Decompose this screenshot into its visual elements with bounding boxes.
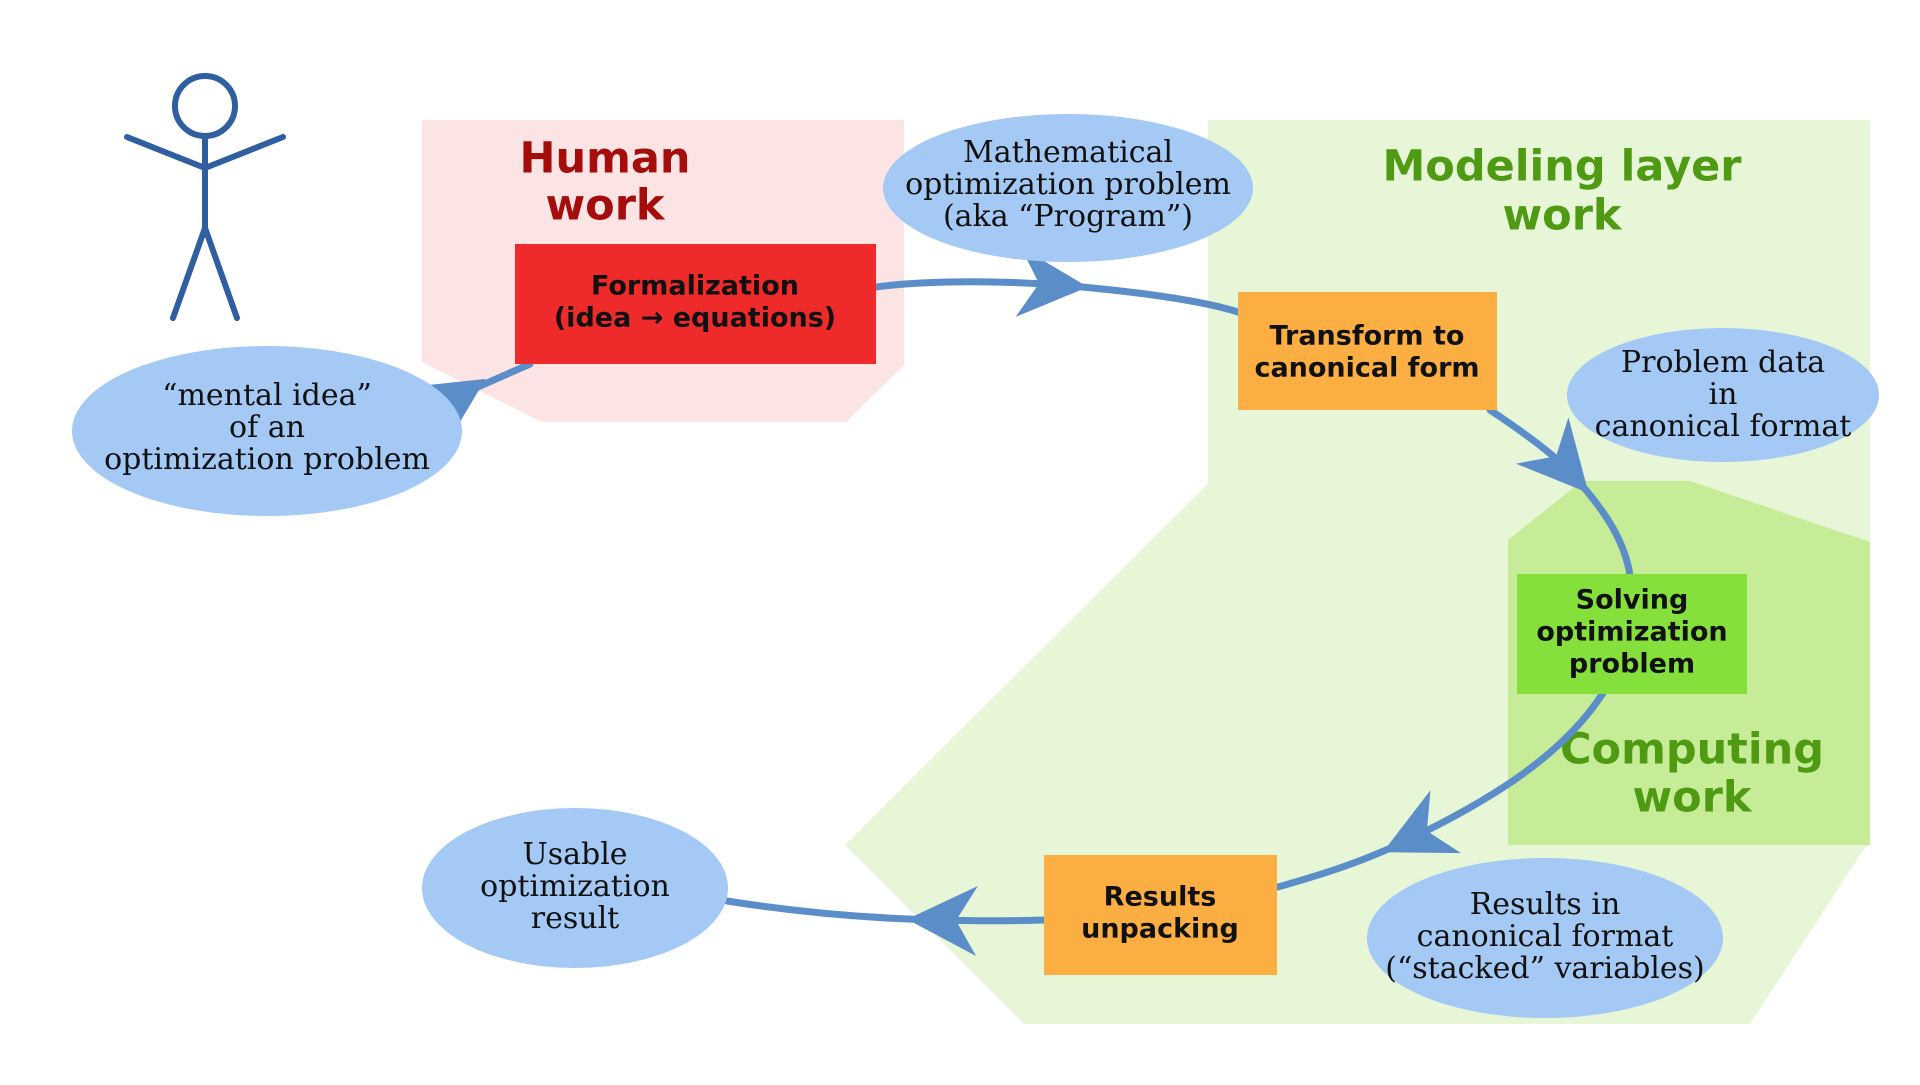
computing-work-title: Computing — [1560, 725, 1824, 775]
arrow-transform-to-solving-tail — [1566, 468, 1634, 579]
ellipse-results-canonical: Results in canonical format (“stacked” v… — [1367, 858, 1723, 1018]
arrow-formalization-to-transform — [872, 247, 1088, 317]
unpacking-line: Results — [1104, 882, 1217, 913]
box-unpacking: Results unpacking — [1044, 855, 1277, 975]
box-formalization: Formalization (idea → equations) — [515, 244, 876, 364]
transform-line: canonical form — [1254, 353, 1479, 384]
math-problem-line: Mathematical — [963, 135, 1173, 170]
mental-idea-line: optimization problem — [104, 442, 430, 477]
ellipse-problem-data: Problem data in canonical format — [1567, 328, 1879, 462]
usable-result-line: result — [531, 901, 619, 936]
solving-line: problem — [1569, 649, 1695, 680]
person-icon — [124, 73, 286, 321]
formalization-line: (idea → equations) — [554, 303, 836, 334]
solving-line: Solving — [1576, 585, 1689, 616]
results-canonical-line: Results in — [1470, 887, 1621, 922]
arrow-unpacking-to-result-tail — [723, 897, 939, 924]
arrow-idea-to-formalization-tail — [458, 360, 534, 398]
arrow-unpacking-to-result — [907, 886, 1048, 957]
human-work-title: Human — [519, 134, 690, 184]
computing-work-title: work — [1632, 773, 1752, 823]
mental-idea-line: “mental idea” — [162, 378, 372, 413]
solving-line: optimization — [1536, 617, 1727, 648]
formalization-line: Formalization — [591, 271, 799, 302]
arrow-transform-to-solving — [1486, 406, 1589, 493]
mental-idea-line: of an — [229, 410, 305, 445]
problem-data-line: in — [1709, 377, 1738, 412]
problem-data-line: Problem data — [1621, 345, 1825, 380]
ellipse-mental-idea: “mental idea” of an optimization problem — [72, 346, 462, 516]
box-solving: Solving optimization problem — [1517, 574, 1747, 694]
box-transform: Transform to canonical form — [1238, 292, 1497, 410]
usable-result-line: optimization — [480, 869, 670, 904]
transform-line: Transform to — [1270, 321, 1465, 352]
results-canonical-line: (“stacked” variables) — [1385, 951, 1705, 986]
human-work-title: work — [545, 181, 665, 231]
ellipse-usable-result: Usable optimization result — [422, 808, 728, 968]
modeling-work-title: Modeling layer — [1383, 142, 1743, 192]
arrow-solving-to-unpacking-tail — [1274, 836, 1412, 891]
ellipse-math-problem: Mathematical optimization problem (aka “… — [883, 114, 1253, 262]
modeling-work-title: work — [1502, 191, 1622, 241]
results-canonical-line: canonical format — [1417, 919, 1674, 954]
math-problem-line: (aka “Program”) — [943, 199, 1193, 234]
arrow-solving-to-unpacking — [1382, 689, 1607, 854]
math-problem-line: optimization problem — [905, 167, 1231, 202]
usable-result-line: Usable — [522, 837, 627, 872]
unpacking-line: unpacking — [1081, 914, 1239, 945]
flow-arrows — [407, 247, 1634, 957]
arrow-formalization-to-transform-tail — [1056, 281, 1242, 316]
problem-data-line: canonical format — [1595, 409, 1852, 444]
